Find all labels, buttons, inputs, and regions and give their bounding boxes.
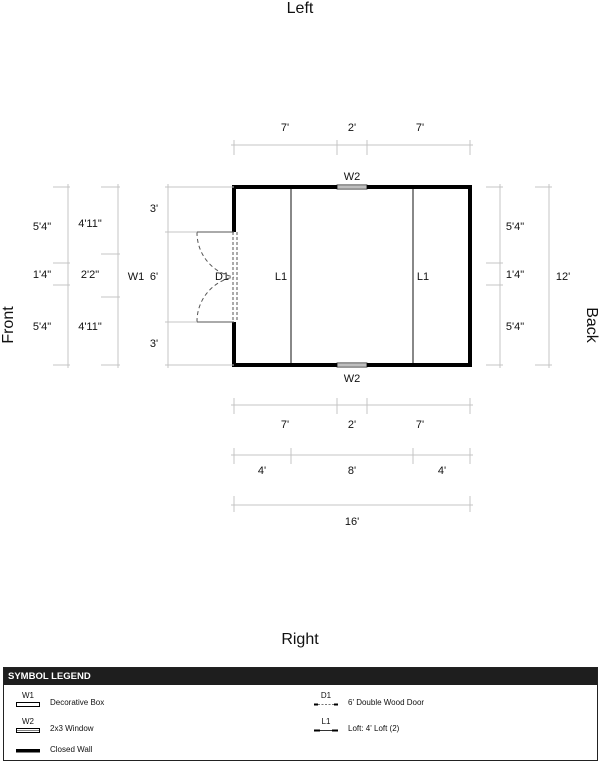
closed-wall-symbol-icon bbox=[16, 749, 40, 753]
dim-right-inner bbox=[486, 184, 503, 368]
side-label-left: Left bbox=[286, 0, 314, 17]
dim-left-middle-2: 2'2" bbox=[81, 269, 99, 281]
loft-label-left: L1 bbox=[275, 271, 287, 283]
dim-top-row bbox=[231, 140, 473, 155]
dim-right-inner-2: 1'4" bbox=[506, 269, 524, 281]
dim-left-inner-1: 3' bbox=[150, 203, 158, 215]
window-bottom bbox=[336, 362, 368, 368]
loft-symbol-icon bbox=[314, 729, 338, 732]
decorative-box-symbol-icon bbox=[16, 702, 40, 707]
dim-left-inner-2: 6' bbox=[150, 271, 158, 283]
dim-top-3: 7' bbox=[416, 122, 424, 134]
legend-code: L1 bbox=[321, 717, 331, 726]
legend-label: Decorative Box bbox=[50, 698, 105, 707]
dim-left-outer-1: 5'4" bbox=[33, 221, 51, 233]
dim-bottom2-3: 4' bbox=[438, 465, 446, 477]
door-label: D1 bbox=[215, 271, 229, 283]
door-symbol-icon bbox=[314, 703, 338, 706]
dim-top-1: 7' bbox=[281, 122, 289, 134]
dim-bottom1-1: 7' bbox=[281, 419, 289, 431]
window-label-bottom: W2 bbox=[344, 373, 361, 385]
dim-right-inner-3: 5'4" bbox=[506, 321, 524, 333]
dim-left-outer-3: 5'4" bbox=[33, 321, 51, 333]
dim-left-middle-1: 4'11" bbox=[78, 218, 102, 230]
dim-bottom1-3: 7' bbox=[416, 419, 424, 431]
dim-left-outer bbox=[53, 184, 70, 368]
dim-bottom2-2: 8' bbox=[348, 465, 356, 477]
dim-top-2: 2' bbox=[348, 122, 356, 134]
dim-bottom-total-label: 16' bbox=[345, 516, 359, 528]
legend-code: W1 bbox=[22, 691, 34, 700]
decorative-box-label: W1 bbox=[128, 271, 145, 283]
window-top bbox=[336, 184, 368, 190]
closed-wall bbox=[232, 185, 472, 367]
legend-label: Closed Wall bbox=[50, 745, 93, 754]
legend-code: W2 bbox=[22, 717, 34, 726]
dim-bottom2-1: 4' bbox=[258, 465, 266, 477]
dim-left-outer-2: 1'4" bbox=[33, 269, 51, 281]
side-label-right: Right bbox=[281, 631, 319, 648]
dim-right-total-label: 12' bbox=[556, 271, 570, 283]
dim-bottom-row-2 bbox=[231, 448, 473, 464]
loft-label-right: L1 bbox=[417, 271, 429, 283]
legend-title: SYMBOL LEGEND bbox=[4, 668, 597, 685]
dim-right-total bbox=[535, 184, 552, 368]
window-label-top: W2 bbox=[344, 171, 361, 183]
symbol-legend: SYMBOL LEGEND W1 Decorative Box W2 2x3 W… bbox=[3, 667, 598, 761]
dim-left-inner bbox=[165, 184, 234, 368]
floor-plan: L1 L1 W2 W2 D1 W1 7' 2' 7' 7' bbox=[33, 122, 570, 528]
dim-right-inner-1: 5'4" bbox=[506, 221, 524, 233]
legend-label: Loft: 4' Loft (2) bbox=[348, 724, 400, 733]
dim-left-inner-3: 3' bbox=[150, 338, 158, 350]
legend-label: 2x3 Window bbox=[50, 724, 94, 733]
legend-label: 6' Double Wood Door bbox=[348, 698, 425, 707]
double-door bbox=[196, 231, 238, 323]
dim-bottom1-2: 2' bbox=[348, 419, 356, 431]
dim-bottom-row-1 bbox=[231, 398, 473, 414]
dim-left-middle bbox=[101, 184, 120, 368]
legend-code: D1 bbox=[320, 691, 332, 700]
dim-bottom-total bbox=[231, 496, 473, 512]
dim-left-middle-3: 4'11" bbox=[78, 321, 102, 333]
window-symbol-icon bbox=[16, 728, 40, 733]
